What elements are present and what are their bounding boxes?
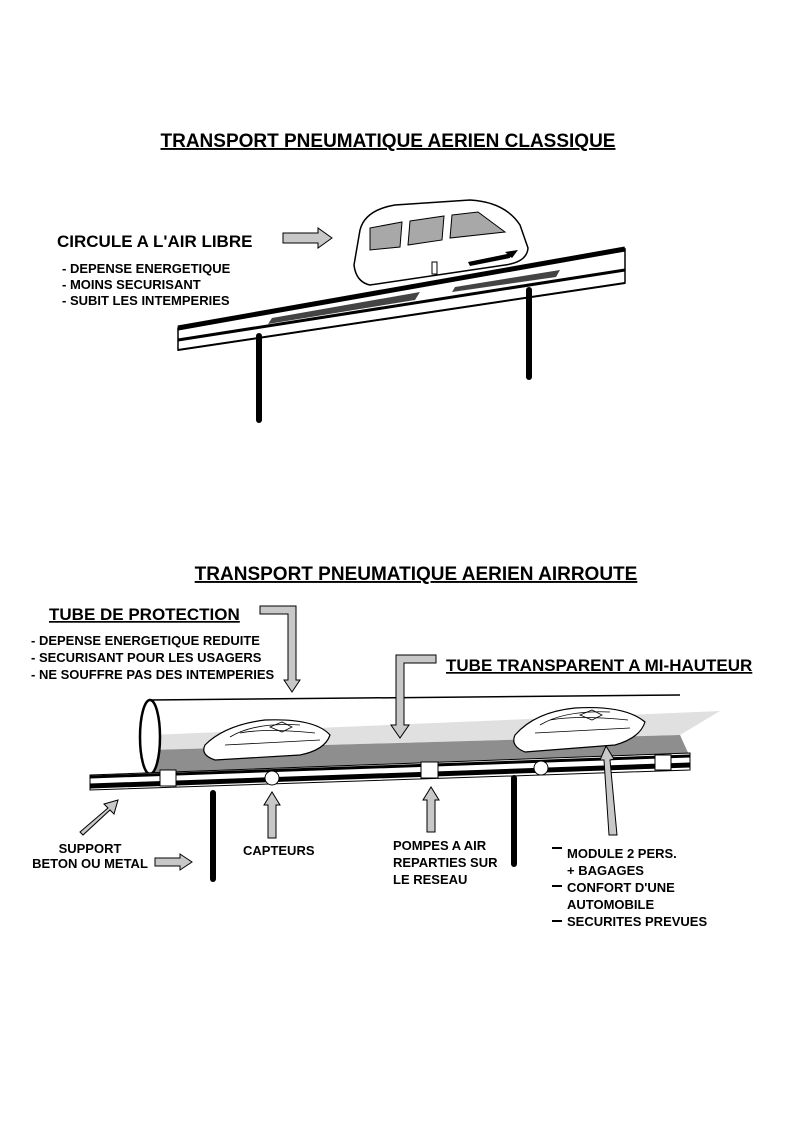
protection-tube [89, 694, 720, 791]
pump-marker-1 [159, 769, 177, 787]
module-line-3: CONFORT D'UNE [567, 880, 675, 895]
tube-bullet-3: - NE SOUFFRE PAS DES INTEMPERIES [31, 667, 275, 682]
section1-heading: CIRCULE A L'AIR LIBRE [57, 232, 252, 251]
transparent-tube-arrow-icon [390, 654, 437, 739]
pumps-line-3: LE RESEAU [393, 872, 467, 887]
sensor-marker-1 [264, 770, 280, 786]
module-vehicle-left-icon [203, 719, 331, 761]
section2-title: TRANSPORT PNEUMATIQUE AERIEN AIRROUTE [195, 564, 638, 585]
section1-bullet-3: - SUBIT LES INTEMPERIES [62, 293, 230, 308]
pumps-line-1: POMPES A AIR [393, 838, 487, 853]
section1-bullet-1: - DEPENSE ENERGETIQUE [62, 261, 231, 276]
section1-title: TRANSPORT PNEUMATIQUE AERIEN CLASSIQUE [161, 131, 616, 152]
sensor-arrow-icon [263, 791, 281, 839]
module-line-1: MODULE 2 PERS. [567, 846, 677, 861]
tube-bullet-2: - SECURISANT POUR LES USAGERS [31, 650, 262, 665]
support-arrow-icon [154, 853, 193, 871]
support-line-1: SUPPORT [59, 841, 122, 856]
tube-heading: TUBE DE PROTECTION [49, 605, 240, 624]
pump-marker-3 [654, 754, 672, 771]
pumps-line-2: REPARTIES SUR [393, 855, 498, 870]
module-line-5: SECURITES PREVUES [567, 914, 707, 929]
module-line-2: + BAGAGES [567, 863, 644, 878]
section1-arrow-icon [282, 227, 333, 249]
sensor-marker-2 [533, 760, 549, 776]
support-diagonal-arrow-icon [79, 799, 119, 836]
section1-vehicle-icon [353, 199, 529, 286]
tube-bullet-1: - DEPENSE ENERGETIQUE REDUITE [31, 633, 260, 648]
pump-arrow-icon [422, 786, 440, 833]
transparent-tube-label: TUBE TRANSPARENT A MI-HAUTEUR [446, 656, 752, 675]
support-line-2: BETON OU METAL [32, 856, 148, 871]
section1-rail [177, 246, 626, 351]
module-line-4: AUTOMOBILE [567, 897, 654, 912]
module-arrow-icon [599, 744, 618, 836]
module-vehicle-right-icon [513, 706, 646, 753]
sensors-label: CAPTEURS [243, 843, 315, 858]
section1-bullet-2: - MOINS SECURISANT [62, 277, 201, 292]
tube-arrow-icon [259, 605, 301, 693]
pump-marker-2 [420, 761, 439, 779]
